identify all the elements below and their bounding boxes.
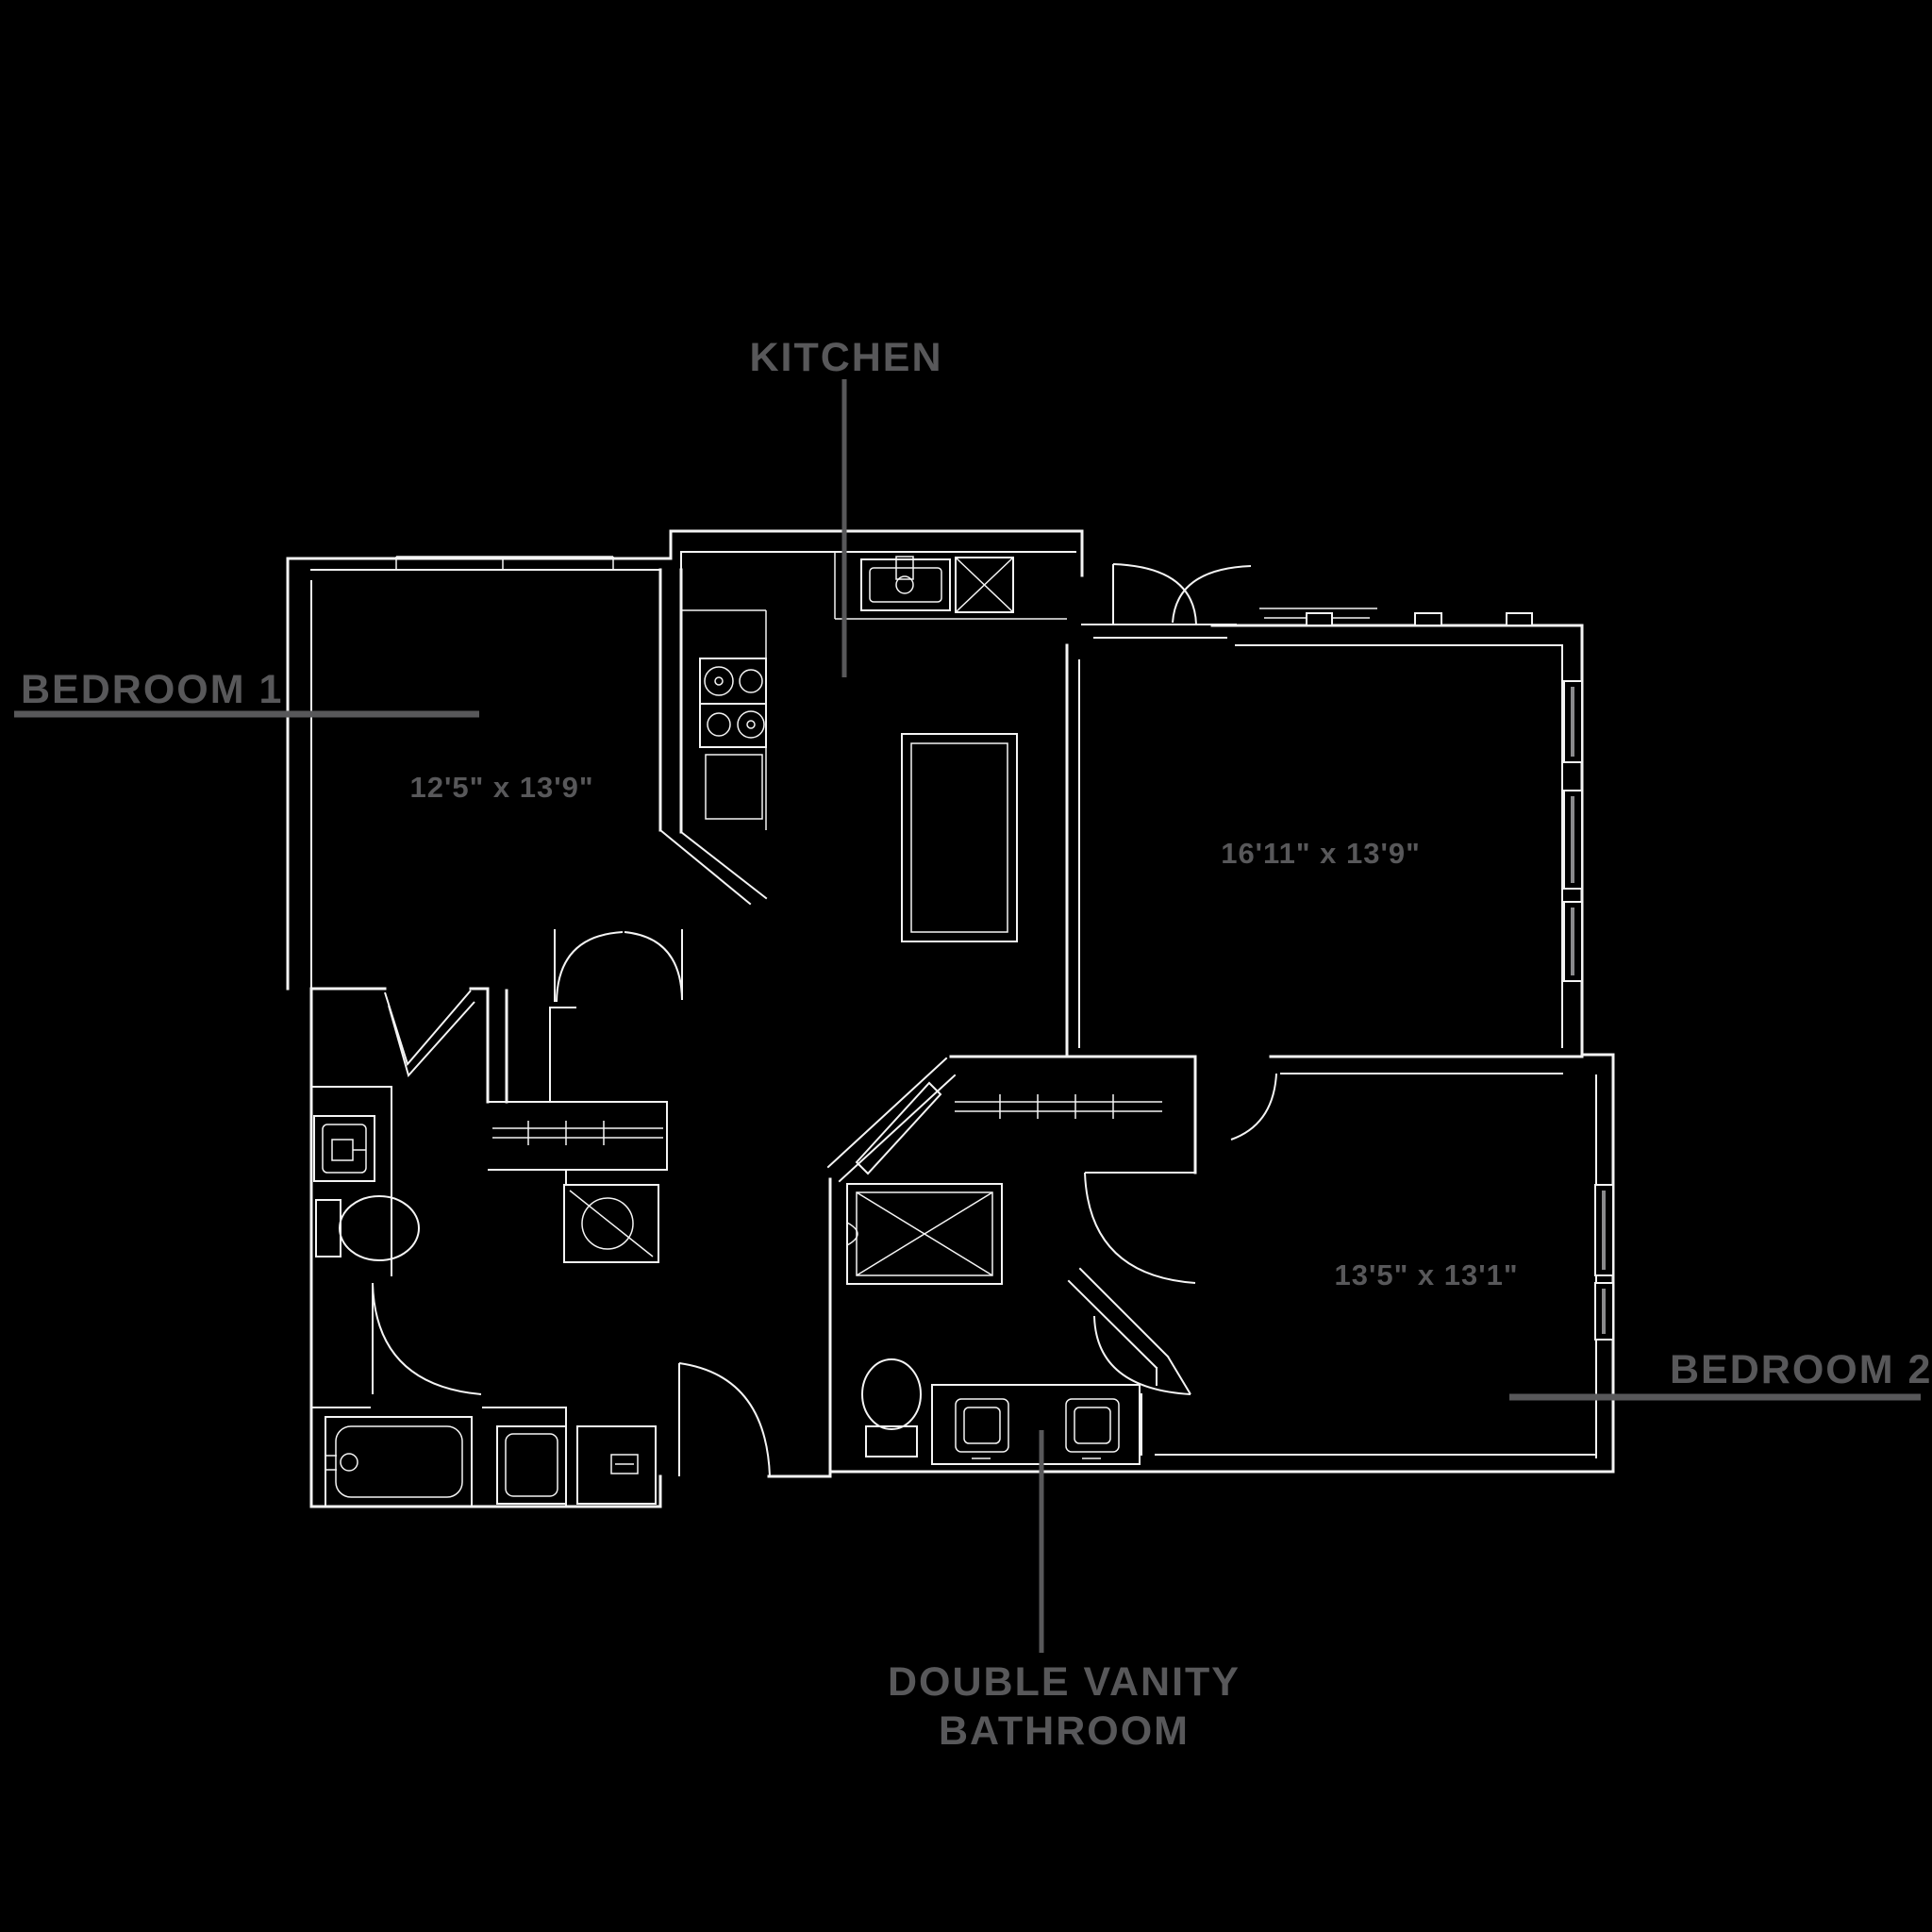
bedroom2-entry-door [1230,1073,1277,1141]
double-sink-icon [931,1384,1141,1465]
laundry-closet-walls [488,1101,668,1186]
bedroom1-window [395,556,614,571]
living-right-window-1 [1563,680,1583,763]
bathroom-label-line1: DOUBLE VANITY [888,1659,1241,1705]
living-room-dimension: 16'11" x 13'9" [1221,837,1421,870]
bedroom1-dimension: 12'5" x 13'9" [409,771,593,804]
bedroom2-diagonal-wall [1067,1267,1170,1386]
interior-walls [309,568,1584,1507]
kitchen-island-icon [901,733,1018,942]
windows [395,556,1614,1341]
four-burner-range-icon [699,658,767,748]
entry-door [1112,563,1252,625]
kitchen-label: KITCHEN [749,335,942,380]
kitchen-counter [681,552,1067,830]
linen-cabinet [496,1425,567,1505]
kitchen-sink-icon [860,556,951,611]
bath1-walls [310,1086,567,1507]
main-bathroom-fixtures [846,1094,1162,1465]
bathtub-icon [325,1416,473,1507]
text-labels: KITCHEN BEDROOM 1 BEDROOM 2 DOUBLE VANIT… [21,335,1932,1754]
toilet-icon [861,1358,922,1457]
utility-closet [576,1425,657,1505]
kitchen-fixtures [681,552,1067,942]
bedroom2-label: BEDROOM 2 [1670,1347,1932,1392]
left-bath-fixtures [313,1115,663,1507]
top-wall-window-1 [1306,612,1333,626]
washer-icon [563,1184,659,1263]
kitchen-cabinet [705,754,763,820]
top-wall-window-2 [1414,612,1442,626]
shower-x-icon [846,1183,1003,1285]
bedroom2-window-1 [1594,1184,1614,1276]
kitchen-top-wall [669,529,1084,577]
south-wall-left [309,1470,832,1508]
bedroom1-right-wall [658,568,683,834]
closet-rod-icon [492,1121,663,1145]
bedroom2-door [1093,1315,1191,1395]
bedroom1-label: BEDROOM 1 [21,667,283,712]
bathroom-diagonal-wall [826,1057,957,1183]
entry-threshold [1081,624,1237,639]
bedroom1-door [554,929,683,1003]
doors [372,563,1277,1477]
bedroom1-closet-walls [309,987,508,1104]
bedroom2-window-2 [1594,1282,1614,1341]
top-wall-window-3 [1506,612,1533,626]
toilet-icon [315,1195,420,1261]
sink-icon [313,1115,375,1182]
bath1-door [372,1282,482,1395]
hall-door [678,1362,771,1477]
hall-wall [549,1007,576,1103]
living-right-window-3 [1563,901,1583,982]
bedroom2-dimension: 13'5" x 13'1" [1334,1258,1518,1291]
bathroom-top-wall [949,1055,1197,1174]
x-box-appliance-icon [955,557,1014,613]
leader-lines [14,379,1921,1653]
closet-rod-icon [955,1094,1162,1119]
bathroom-hall-door [1084,1172,1196,1284]
bathroom-label-line2: BATHROOM [939,1708,1190,1754]
kitchen-top-wall-inner [680,551,1076,571]
bifold-closet-doors [384,990,475,1078]
bathroom-door-leaf [855,1081,942,1175]
living-right-window-2 [1563,790,1583,890]
kitchen-diagonal-wall [658,828,768,906]
